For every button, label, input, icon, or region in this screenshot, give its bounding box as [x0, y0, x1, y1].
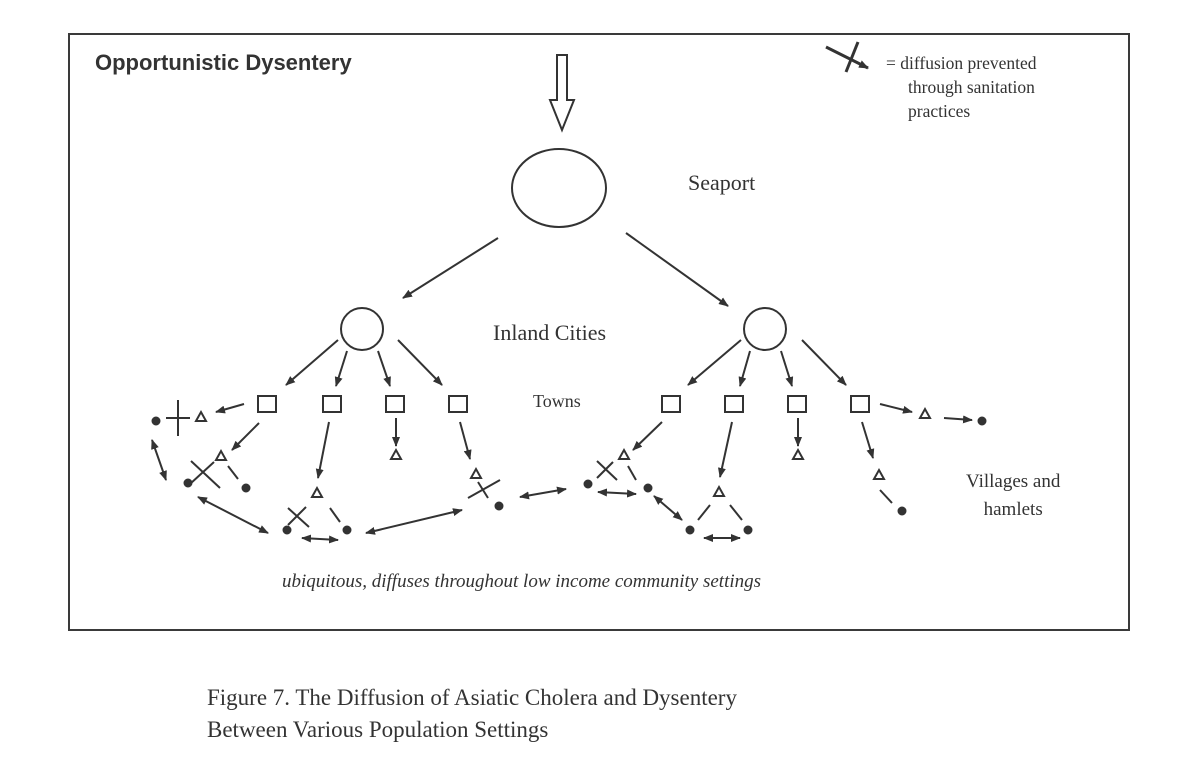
seaport-label: Seaport	[688, 170, 756, 195]
legend-line-2: through sanitation	[908, 77, 1035, 97]
village-node	[918, 406, 932, 419]
town-node	[448, 395, 468, 413]
diffusion-edge	[519, 486, 567, 500]
diffusion-edge	[315, 421, 330, 479]
village-node	[194, 409, 208, 422]
diffusion-edge	[718, 421, 733, 478]
town-node	[724, 395, 744, 413]
seaport-node	[511, 148, 607, 228]
diffusion-edge	[190, 460, 221, 489]
diffusion-edge	[227, 465, 239, 480]
figure-caption: Figure 7. The Diffusion of Asiatic Chole…	[207, 682, 737, 746]
village-node	[791, 447, 805, 460]
town-node	[850, 395, 870, 413]
diffusion-edge	[879, 489, 893, 504]
diffusion-edge	[215, 403, 245, 414]
diffusion-edge	[459, 421, 472, 460]
diffusion-edge	[729, 504, 743, 521]
diffusion-edge	[697, 504, 711, 521]
diffusion-edge	[632, 421, 663, 451]
diffusion-edge	[596, 461, 614, 479]
diffusion-edge	[231, 422, 260, 451]
edge	[625, 232, 729, 307]
inland-city-node	[340, 307, 384, 351]
caption-line-1: Figure 7. The Diffusion of Asiatic Chole…	[207, 685, 737, 710]
inland-city-node	[743, 307, 787, 351]
town-node	[385, 395, 405, 413]
edge	[687, 339, 742, 386]
diffusion-edge	[879, 403, 913, 414]
edge	[334, 350, 348, 387]
hamlet-node	[494, 501, 504, 511]
villages-label: Villages and hamlets	[966, 468, 1060, 524]
hamlet-node	[151, 416, 161, 426]
diffusion-edge	[467, 479, 501, 499]
edge	[801, 339, 847, 386]
diffusion-edge	[844, 41, 860, 73]
diffusion-edge	[943, 415, 973, 424]
edge	[377, 350, 391, 387]
legend-line-1: = diffusion prevented	[886, 53, 1037, 73]
diffusion-edge	[301, 534, 339, 544]
diagram-note: ubiquitous, diffuses throughout low inco…	[282, 571, 762, 592]
diffusion-edge	[825, 45, 869, 70]
entry-arrow-icon	[548, 54, 576, 133]
hamlet-node	[183, 478, 193, 488]
diffusion-edge	[477, 481, 489, 499]
diffusion-edge	[365, 508, 463, 535]
legend-line-3: practices	[908, 101, 971, 121]
edge	[780, 350, 794, 387]
hamlet-node	[977, 416, 987, 426]
hamlet-node	[643, 483, 653, 493]
village-node	[617, 447, 631, 460]
edge	[738, 350, 751, 387]
village-node	[469, 466, 483, 479]
town-node	[257, 395, 277, 413]
caption-line-2: Between Various Population Settings	[207, 717, 549, 742]
diffusion-edge	[287, 506, 307, 526]
village-node	[214, 448, 228, 461]
hamlet-node	[241, 483, 251, 493]
diffusion-edge	[329, 507, 341, 523]
diagram-title: Opportunistic Dysentery	[95, 50, 352, 75]
village-node	[310, 485, 324, 498]
hamlet-node	[743, 525, 753, 535]
diffusion-edge	[189, 461, 215, 485]
diffusion-edge	[653, 495, 683, 521]
village-node	[389, 447, 403, 460]
hamlet-node	[282, 525, 292, 535]
diffusion-edge	[151, 439, 167, 481]
diagram-frame	[68, 33, 1130, 631]
town-node	[322, 395, 342, 413]
hamlet-node	[897, 506, 907, 516]
diffusion-edge	[596, 460, 618, 481]
towns-label: Towns	[533, 391, 581, 411]
diffusion-edge	[197, 496, 269, 534]
diffusion-edge	[287, 507, 310, 528]
hamlet-node	[583, 479, 593, 489]
legend: = diffusion prevented through sanitation…	[886, 51, 1037, 123]
edge	[402, 237, 499, 299]
blocked-diffusion-icon	[825, 41, 869, 73]
edge	[285, 339, 339, 386]
diffusion-edge	[861, 421, 875, 459]
villages-label-line-2: hamlets	[983, 499, 1043, 520]
diffusion-edge	[627, 465, 637, 481]
edge	[397, 339, 443, 386]
villages-label-line-1: Villages and	[966, 471, 1061, 492]
town-node	[787, 395, 807, 413]
village-node	[872, 467, 886, 480]
town-node	[661, 395, 681, 413]
inland-cities-label: Inland Cities	[493, 320, 607, 345]
hamlet-node	[342, 525, 352, 535]
village-node	[712, 484, 726, 497]
hamlet-node	[685, 525, 695, 535]
diffusion-edge	[597, 488, 637, 498]
